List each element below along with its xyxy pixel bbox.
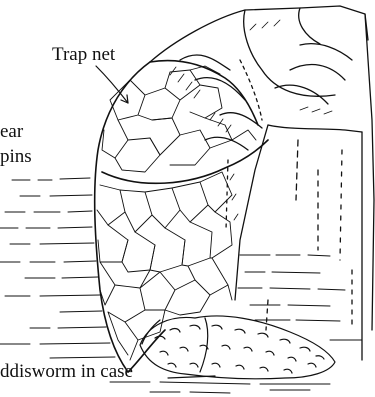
- spin-label-line1: ear: [0, 122, 23, 142]
- rock: [150, 6, 374, 360]
- stream-bed: [110, 382, 330, 393]
- trap-net: [95, 61, 268, 372]
- trap-net-label: Trap net: [52, 45, 115, 65]
- caddisworm-case: [140, 316, 335, 379]
- spin-label-line2: pins: [0, 147, 32, 167]
- caddisworm-label: ddisworm in case: [0, 362, 133, 382]
- water-flow-lines-right: [238, 255, 362, 340]
- net-mesh-upper: [102, 66, 256, 172]
- net-mesh-lower: [97, 172, 232, 360]
